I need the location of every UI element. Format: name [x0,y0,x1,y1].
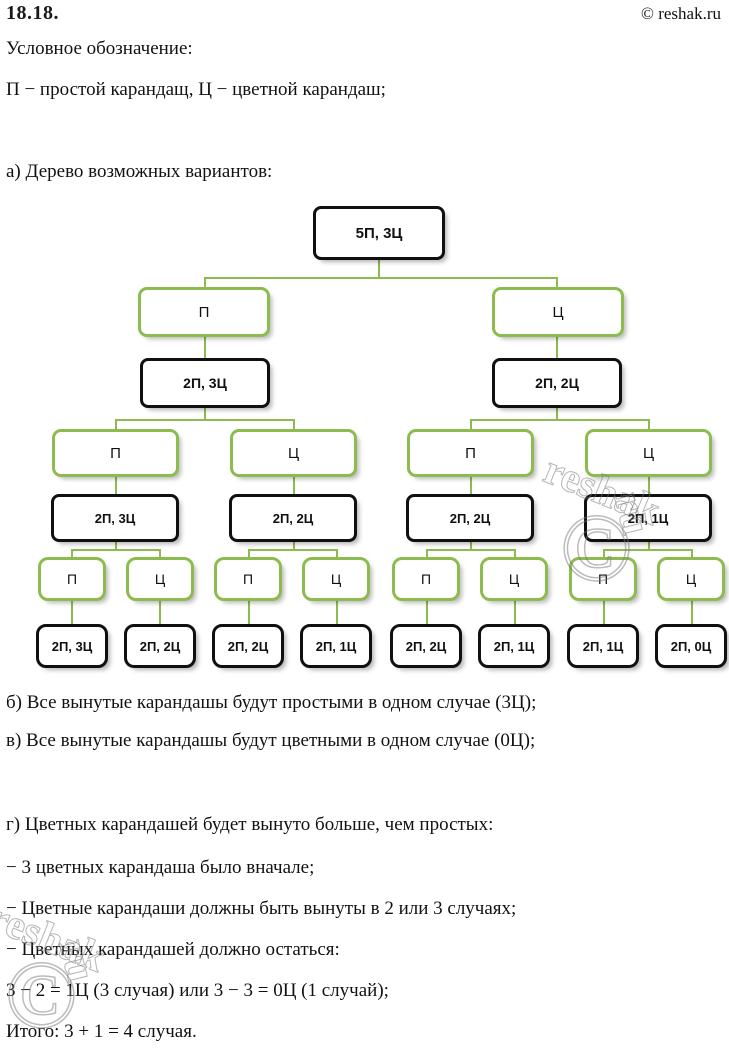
tree-node-l5-6: П [569,557,637,601]
tree-node-l4-1: 2П, 2Ц [229,494,357,542]
tree-node-l3-1: Ц [230,429,357,477]
connector-l5-bus-3 [603,549,691,551]
legend-body: П − простой карандащ, Ц − цветной каранд… [6,79,386,100]
connector-l5-0-down [71,601,73,624]
connector-level1-a [204,277,206,287]
tree-node-l1-1: Ц [492,287,624,337]
connector-l4-3-down [648,542,650,550]
connector-l3-1 [293,419,295,429]
answer-b: б) Все вынутые карандашы будут простыми … [6,692,537,713]
tree-leaf-6: 2П, 1Ц [567,624,639,668]
connector-level1-bus [204,277,556,279]
connector-l4-0-down [115,542,117,550]
tree-leaf-5: 2П, 1Ц [478,624,550,668]
tree-node-l5-7: Ц [657,557,725,601]
connector-l3-0 [115,419,117,429]
answer-g-1: − 3 цветных карандаша было вначале; [6,857,315,878]
connector-l3-1-down [293,477,295,494]
connector-l5-7-down [691,601,693,624]
connector-l5-bus-2 [426,549,514,551]
copyright-notice: © reshak.ru [641,4,721,23]
answer-g-4: 3 − 2 = 1Ц (3 случая) или 3 − 3 = 0Ц (1 … [6,980,389,1001]
connector-l5-bus-1 [248,549,336,551]
part-a-title: а) Дерево возможных вариантов: [6,161,273,182]
tree-node-l5-0: П [38,557,106,601]
connector-l4-1-down [293,542,295,550]
connector-l4-2-down [470,542,472,550]
connector-l5-1 [159,549,161,557]
connector-l5-5-down [514,601,516,624]
tree-leaf-4: 2П, 2Ц [390,624,462,668]
connector-l3-bus-left [115,419,293,421]
connector-l5-3 [336,549,338,557]
tree-leaf-1: 2П, 2Ц [124,624,196,668]
tree-node-l5-2: П [214,557,282,601]
connector-l2-0-down [204,408,206,420]
tree-leaf-2: 2П, 2Ц [212,624,284,668]
connector-l1-0-down [204,337,206,358]
connector-l5-7 [691,549,693,557]
connector-l1-1-down [556,337,558,358]
connector-l3-3-down [648,477,650,494]
tree-node-root: 5П, 3Ц [313,206,445,260]
tree-node-l2-0: 2П, 3Ц [140,358,270,408]
connector-l5-4 [426,549,428,557]
answer-g-2: − Цветные карандаши должны быть вынуты в… [6,898,517,919]
tree-node-l4-2: 2П, 2Ц [406,494,534,542]
tree-node-l3-3: Ц [585,429,712,477]
connector-l5-1-down [159,601,161,624]
tree-leaf-3: 2П, 1Ц [300,624,372,668]
connector-l3-2-down [470,477,472,494]
connector-l5-2 [248,549,250,557]
connector-l5-6-down [603,601,605,624]
tree-node-l1-0: П [138,287,270,337]
answer-g-3: − Цветных карандашей должно остаться: [6,939,340,960]
tree-node-l2-1: 2П, 2Ц [492,358,622,408]
exercise-number: 18.18. [6,2,59,24]
tree-leaf-0: 2П, 3Ц [36,624,108,668]
connector-root-down [378,260,380,278]
connector-l5-3-down [336,601,338,624]
legend-title: Условное обозначение: [6,38,193,59]
connector-l5-6 [603,549,605,557]
answer-g-5: Итого: 3 + 1 = 4 случая. [6,1021,197,1042]
connector-l5-4-down [426,601,428,624]
tree-node-l5-1: Ц [126,557,194,601]
tree-node-l5-4: П [392,557,460,601]
tree-node-l3-0: П [52,429,179,477]
connector-l5-5 [514,549,516,557]
answer-v: в) Все вынутые карандашы будут цветными … [6,730,536,751]
connector-l5-0 [71,549,73,557]
connector-l5-2-down [248,601,250,624]
tree-node-l3-2: П [407,429,534,477]
tree-node-l4-0: 2П, 3Ц [51,494,179,542]
connector-l3-0-down [115,477,117,494]
connector-l3-2 [470,419,472,429]
tree-leaf-7: 2П, 0Ц [655,624,727,668]
connector-level1-b [556,277,558,287]
connector-l5-bus-0 [71,549,159,551]
connector-l3-bus-right [470,419,648,421]
connector-l2-1-down [556,408,558,420]
connector-l3-3 [648,419,650,429]
tree-node-l4-3: 2П, 1Ц [584,494,712,542]
answer-g-title: г) Цветных карандашей будет вынуто больш… [6,814,494,835]
tree-node-l5-3: Ц [302,557,370,601]
tree-node-l5-5: Ц [480,557,548,601]
